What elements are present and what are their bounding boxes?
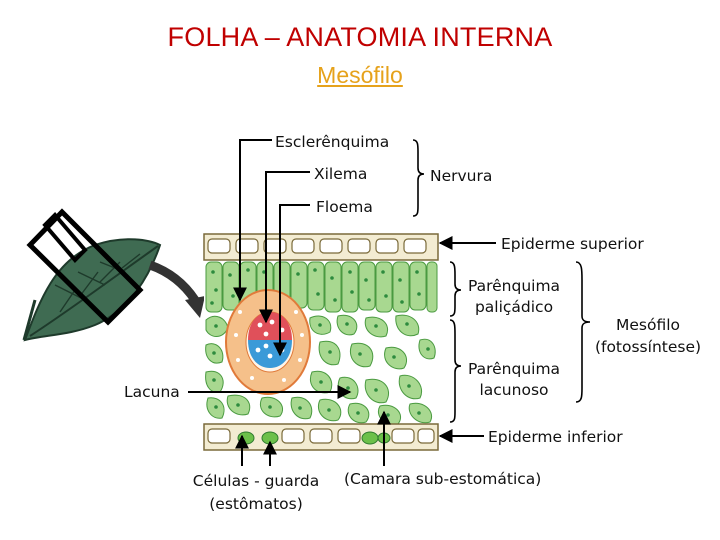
nervura-brace (412, 139, 425, 217)
leader-lines (188, 139, 496, 466)
mesofilo-brace (575, 261, 591, 403)
label-camara-sub-estomatica: (Camara sub-estomática) (344, 470, 541, 488)
curved-arrow-head (185, 296, 205, 318)
leaf-cross-section (203, 232, 439, 457)
label-mesofilo-1: Mesófilo (616, 316, 680, 334)
spongy-chloroplasts (212, 322, 430, 417)
label-mesofilo-2: (fotossíntese) (595, 338, 701, 356)
label-parenquima-lacunoso-1: Parênquima (468, 360, 560, 378)
label-celulas-guarda-2: (estômatos) (209, 495, 303, 513)
lower-epidermis (203, 423, 439, 451)
lacunoso-brace (449, 319, 462, 423)
label-parenquima-palicadico-2: paliçádico (475, 298, 553, 316)
vascular-bundle (225, 289, 311, 395)
label-parenquima-lacunoso-2: lacunoso (479, 381, 548, 399)
label-esclerenquima: Esclerênquima (275, 133, 389, 151)
label-parenquima-palicadico-1: Parênquima (468, 277, 560, 295)
magnifier-frame (26, 208, 144, 326)
label-nervura: Nervura (430, 167, 492, 185)
spongy-parenchyma (205, 314, 436, 426)
label-epiderme-superior: Epiderme superior (501, 235, 644, 253)
palicadico-brace (449, 261, 462, 317)
curved-arrow (148, 260, 199, 303)
page-subtitle: Mesófilo (317, 62, 403, 88)
page-title: FOLHA – ANATOMIA INTERNA (167, 22, 553, 52)
label-celulas-guarda-1: Células - guarda (193, 472, 319, 490)
label-epiderme-inferior: Epiderme inferior (488, 428, 623, 446)
label-xilema: Xilema (314, 165, 367, 183)
label-lacuna: Lacuna (124, 383, 180, 401)
label-floema: Floema (316, 198, 373, 216)
